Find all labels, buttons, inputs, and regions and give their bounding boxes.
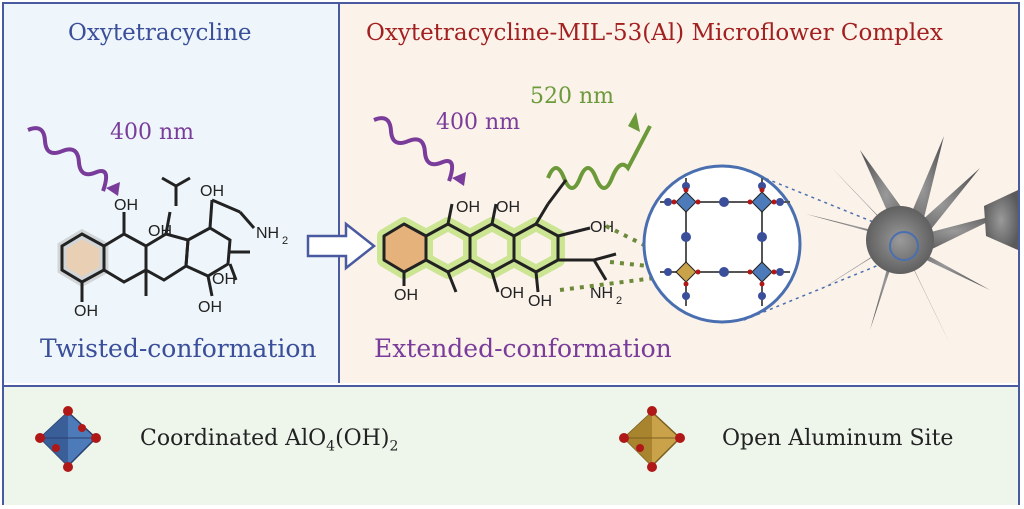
excitation-wave-icon [373,116,466,186]
oxytetracycline-title: Oxytetracycline [68,20,252,46]
excitation-wavelength-right: 400 nm [436,110,521,135]
extended-molecule [377,179,617,293]
oh-label: OH [148,223,172,240]
oh-label: OH [496,199,520,216]
oh-label: OH [394,287,418,304]
coordinated-octahedron-icon [35,406,101,472]
coordinated-site-label: Coordinated AlO4(OH)2 [140,426,399,455]
oh-label: OH [200,183,224,200]
mof-lattice-zoom [642,164,802,324]
oh-label: OH [198,299,222,316]
twisted-molecule [57,176,256,302]
extended-conformation-label: Extended-conformation [374,334,672,363]
nh2-subscript: 2 [616,295,622,307]
oh-label: OH [212,271,236,288]
excitation-wave-icon [27,126,120,196]
complex-title: Oxytetracycline-MIL-53(Al) Microflower C… [366,20,943,46]
oh-label: OH [590,219,614,236]
emission-wave-icon [546,112,652,190]
oh-label: OH [528,293,552,310]
nh2-label: NH [590,285,613,302]
twisted-conformation-label: Twisted-conformation [40,334,317,363]
oh-label: OH [74,303,98,320]
open-site-octahedron-icon [619,406,685,472]
zoom-guide-lines [739,167,897,321]
zoom-origin-marker [889,231,919,261]
oh-label: OH [500,285,524,302]
reaction-arrow-icon [306,221,377,271]
nh2-label: NH [256,225,279,242]
legend-panel [4,385,1018,505]
microflower-image [806,136,1018,344]
nh2-subscript: 2 [282,235,288,247]
oh-label: OH [114,197,138,214]
oh-label: OH [456,199,480,216]
open-site-label: Open Aluminum Site [722,426,954,451]
excitation-wavelength-left: 400 nm [110,120,195,145]
emission-wavelength: 520 nm [530,84,615,109]
oxytetracycline-panel [4,4,340,383]
